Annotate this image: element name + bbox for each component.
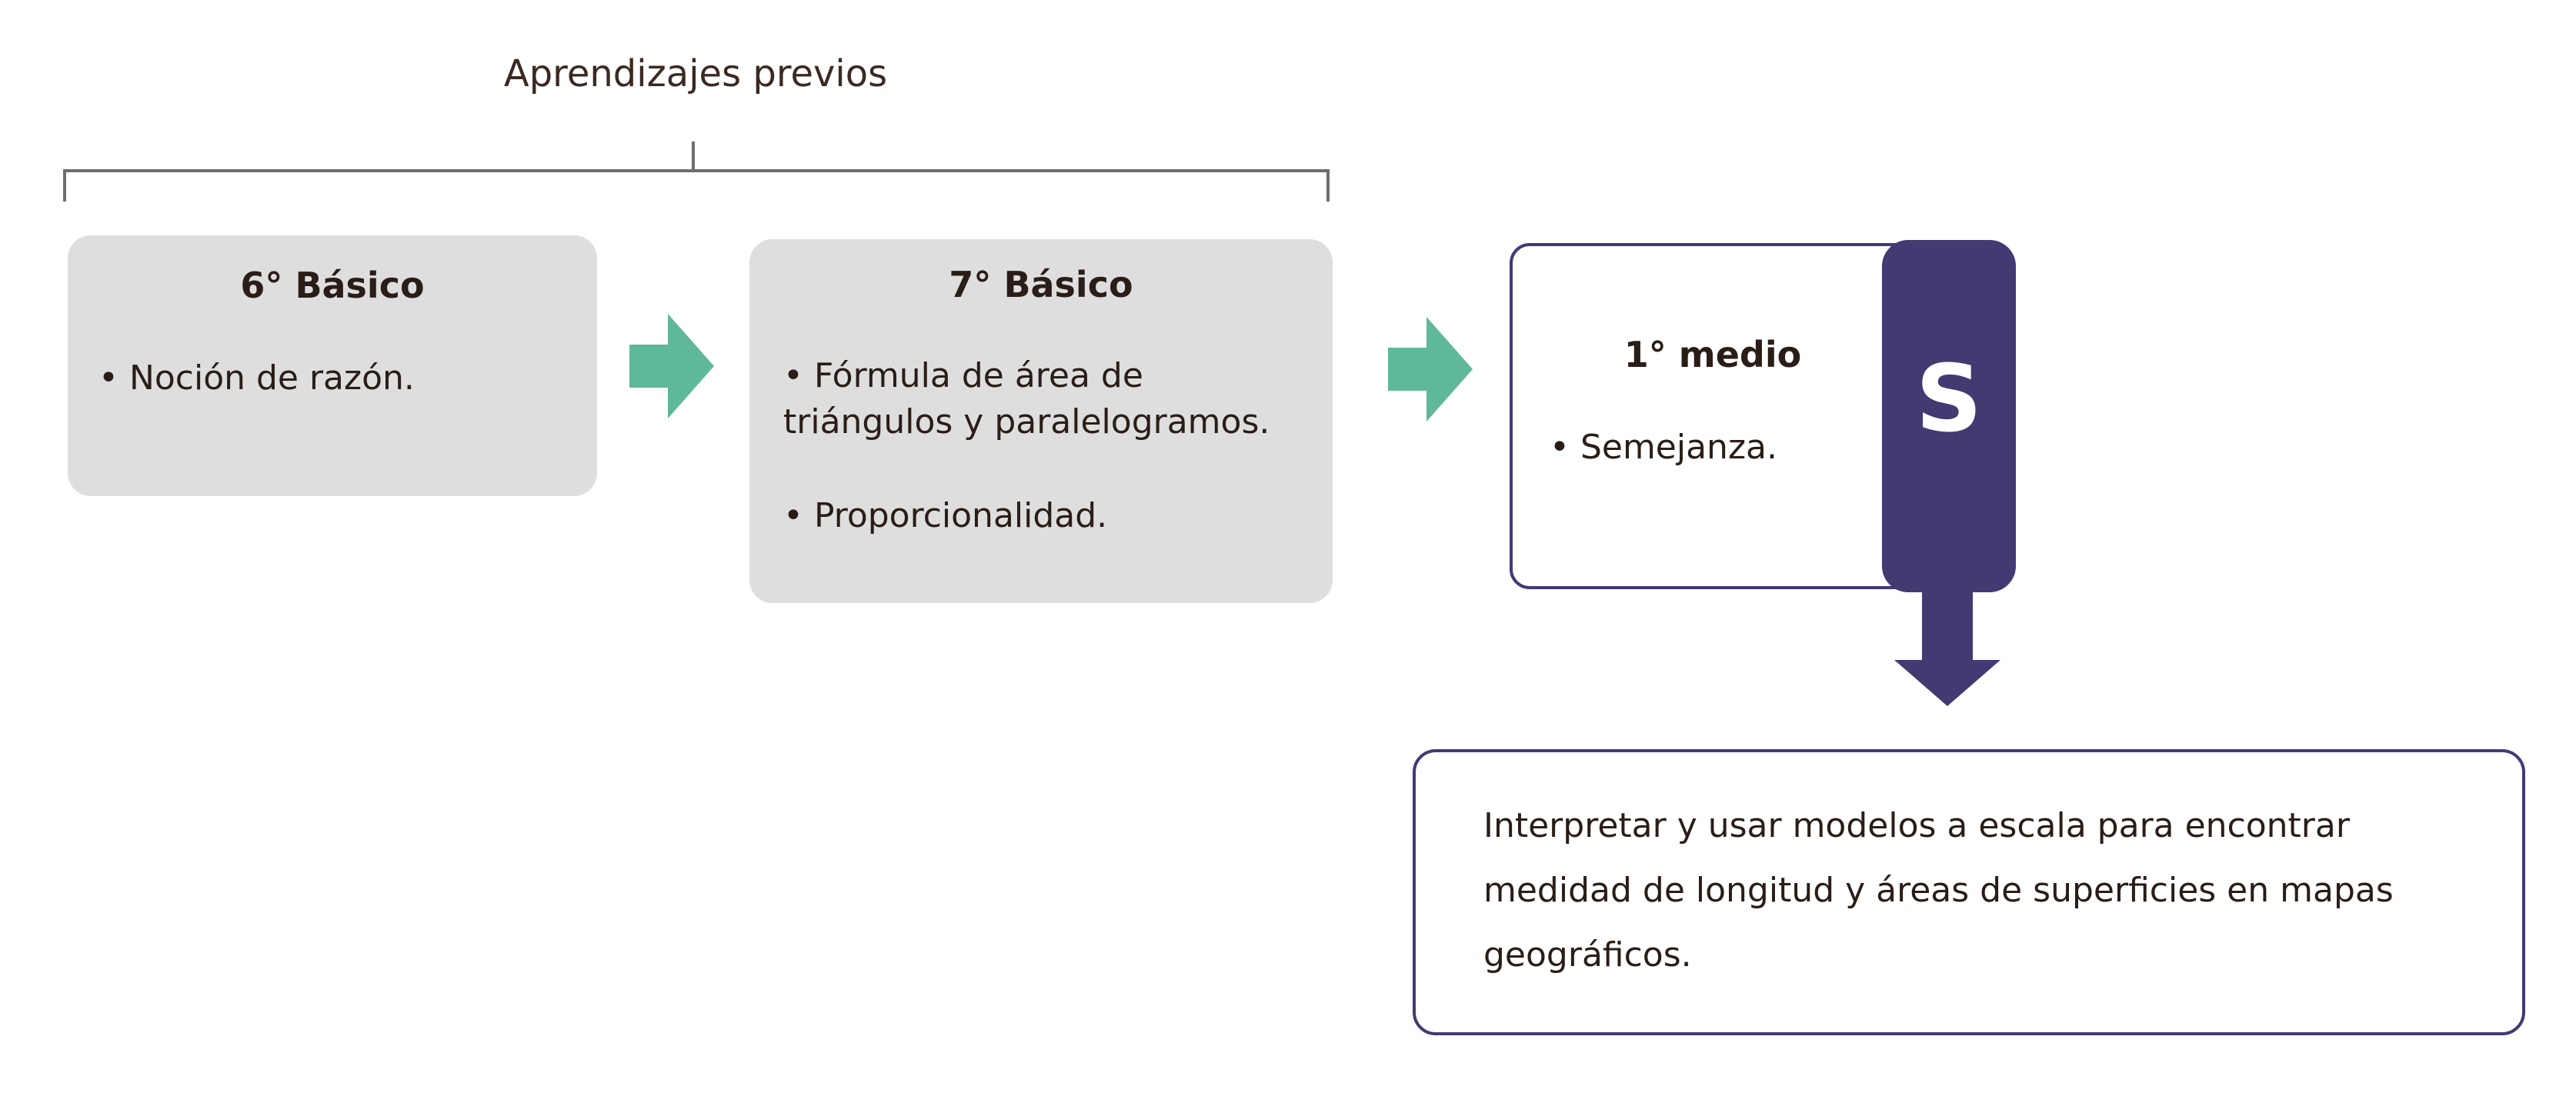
strand-tab: S bbox=[1882, 240, 2016, 592]
card-septimo-basico: 7° Básico • Fórmula de área de triángulo… bbox=[749, 239, 1333, 603]
card-title: 6° Básico bbox=[240, 265, 425, 306]
learning-goal-box: Interpretar y usar modelos a escala para… bbox=[1413, 749, 2525, 1035]
card-sexto-basico: 6° Básico bbox=[68, 235, 597, 496]
strand-letter: S bbox=[1915, 346, 1983, 453]
bullet-proporcionalidad: • Proporcionalidad. bbox=[783, 496, 1108, 535]
bullet-formula-area: • Fórmula de área de triángulos y parale… bbox=[783, 356, 1270, 442]
arrow-down-icon bbox=[1894, 589, 2000, 706]
card-title: 1° medio bbox=[1623, 334, 1802, 375]
learning-goal-text: Interpretar y usar modelos a escala para… bbox=[1483, 806, 2394, 975]
bullet-semejanza: • Semejanza. bbox=[1550, 428, 1777, 467]
card-title: 7° Básico bbox=[949, 264, 1133, 305]
arrow-right-icon bbox=[629, 314, 714, 418]
previous-learning-bracket bbox=[63, 142, 1330, 202]
previous-learning-title: Aprendizajes previos bbox=[503, 52, 888, 95]
bullet-nocion-razon: • Noción de razón. bbox=[98, 358, 415, 398]
arrow-right-icon bbox=[1388, 317, 1473, 422]
